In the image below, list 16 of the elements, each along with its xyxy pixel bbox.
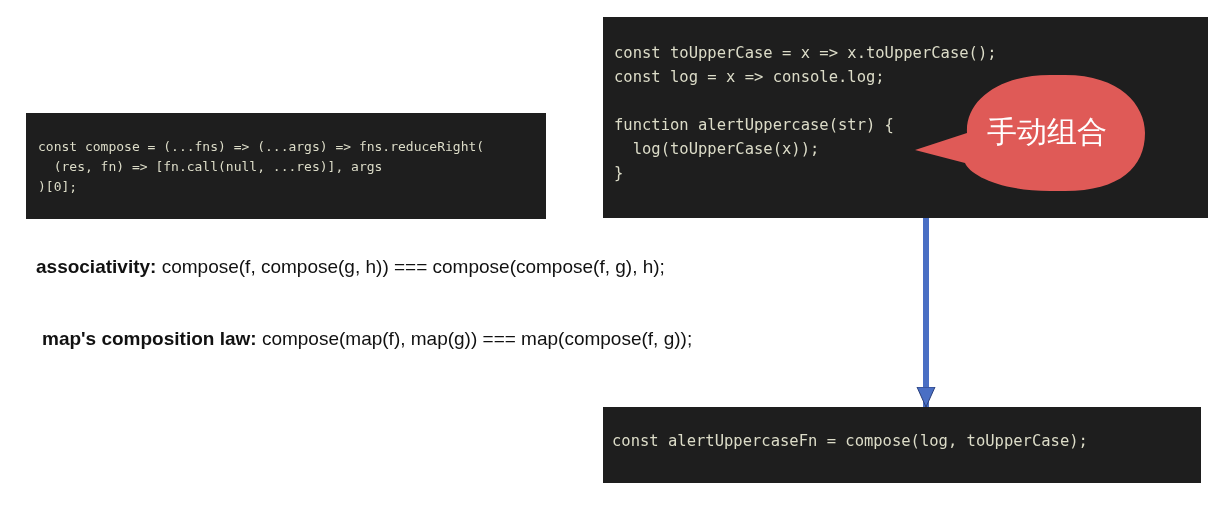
code-line: log(toUpperCase(x));: [631, 139, 820, 160]
code-panel: [603, 407, 1201, 483]
code-line: (res, fn) => [fn.call(null, ...res)], args: [52, 158, 383, 176]
code-line: const alertUppercaseFn = compose(log, toUpperCase);: [612, 431, 1088, 452]
law-text: associativity: compose(f, compose(g, h)) === compose(compose(f, g), h);: [36, 256, 665, 278]
code-line: const toUpperCase = x => x.toUpperCase();: [614, 43, 997, 64]
law-text: map's composition law: compose(map(f), map(g)) === map(compose(f, g));: [42, 328, 693, 350]
code-line: const compose = (...fns) => (...args) => fns.reduceRight(: [38, 138, 485, 156]
code-line: const log = x => console.log;: [614, 67, 885, 88]
code-line: )[0];: [38, 178, 78, 196]
code-line: function alertUppercase(str) {: [614, 115, 894, 136]
callout-text: 手动组合: [987, 113, 1107, 151]
code-panel: [603, 17, 1208, 218]
arrow: [916, 218, 936, 408]
code-panel: [26, 113, 546, 219]
code-line: }: [614, 163, 624, 184]
